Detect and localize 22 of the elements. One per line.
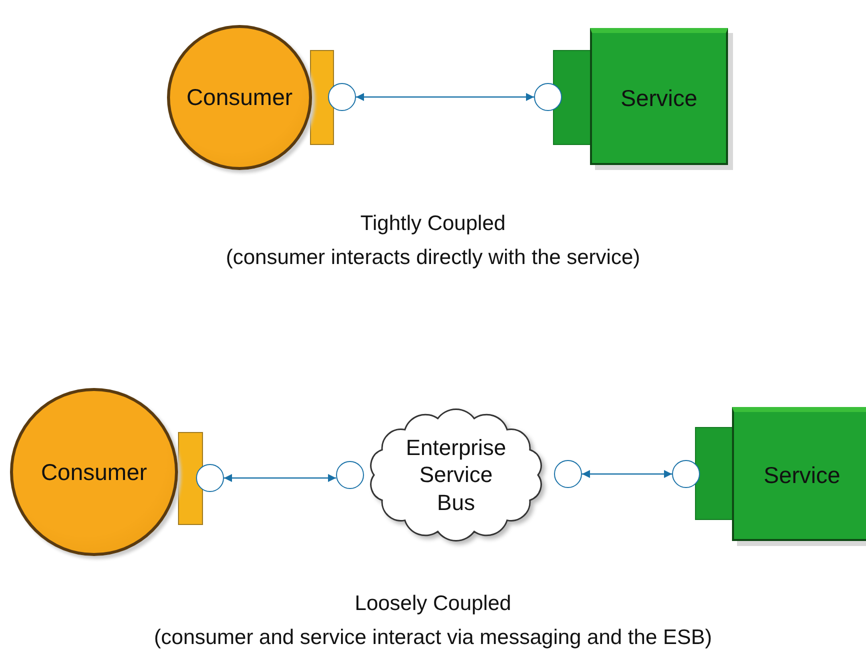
port-circle	[336, 461, 364, 489]
node-label: Consumer	[186, 83, 293, 112]
connector-tab	[310, 50, 334, 145]
port-circle	[534, 83, 562, 111]
node-label: Service	[620, 84, 698, 112]
connector-tab	[553, 50, 592, 145]
double-arrow	[356, 93, 534, 101]
caption-title: Loosely Coupled	[354, 592, 512, 616]
node-label: Consumer	[40, 458, 148, 486]
port-circle	[196, 464, 224, 492]
node-label: Service	[764, 461, 840, 490]
double-arrow	[582, 470, 672, 478]
connector-tab	[695, 427, 734, 520]
caption-subtitle: (consumer interacts directly with the service)	[224, 246, 642, 270]
port-circle	[672, 460, 700, 488]
double-arrow	[224, 474, 336, 482]
caption-subtitle: (consumer and service interact via messaging and the ESB)	[153, 626, 713, 650]
connector-tab	[178, 432, 203, 525]
port-circle	[328, 83, 356, 111]
port-circle	[554, 460, 582, 488]
node-label: Enterprise Service Bus	[404, 434, 508, 516]
caption-title: Tightly Coupled	[359, 212, 507, 236]
